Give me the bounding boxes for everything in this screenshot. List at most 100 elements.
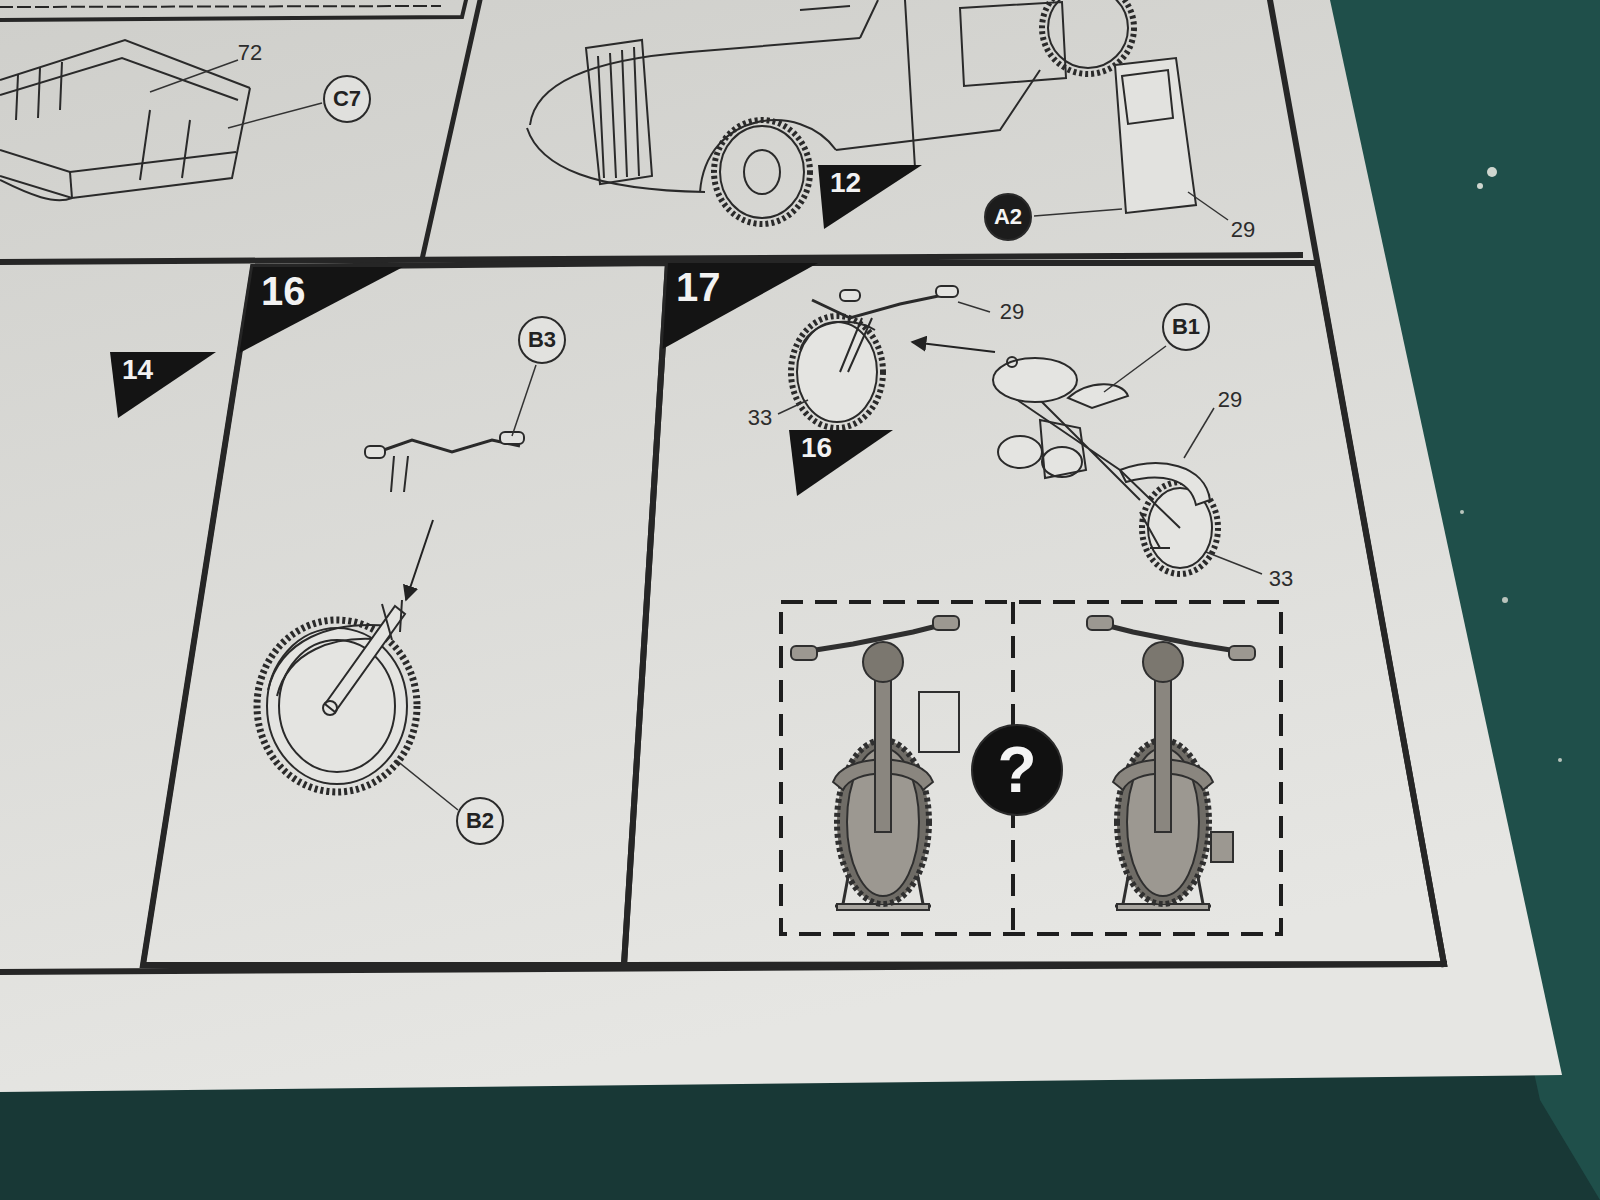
step-reference-number: 14	[122, 356, 153, 384]
callout-number: 29	[1000, 301, 1024, 323]
front-wheel-part	[267, 628, 407, 784]
callout-number: 33	[748, 407, 772, 429]
paper-sheet	[0, 0, 1562, 1092]
leader-line	[512, 365, 536, 436]
step-number: 16	[261, 271, 306, 311]
callout-text: C7	[333, 88, 361, 110]
motorcycle-front-view	[1117, 904, 1209, 910]
step-triangle	[110, 352, 216, 418]
motorcycle-front-view	[875, 662, 891, 832]
cargo-bed-drawing	[140, 110, 190, 180]
motorcycle-body-part	[1068, 384, 1128, 408]
callout-number: 33	[1269, 568, 1293, 590]
front-assembly-small	[936, 286, 958, 297]
cargo-bed-drawing	[16, 62, 62, 120]
panel-outline	[143, 263, 668, 965]
truck-drawing	[720, 126, 804, 218]
motorcycle-front-view	[791, 616, 959, 910]
sheet-frame	[0, 0, 1444, 972]
leader-line	[396, 365, 536, 810]
motorcycle-front-view	[1143, 642, 1183, 682]
choice-dashed-box	[781, 602, 1281, 934]
step-number: 17	[676, 267, 721, 307]
part-callout: B1	[1162, 303, 1210, 351]
motorcycle-front-view	[803, 624, 945, 652]
leader-line	[1188, 192, 1228, 220]
motorcycle-front-view	[1211, 832, 1233, 862]
motorcycle-front-view	[933, 616, 959, 630]
step-reference: 16	[789, 430, 893, 496]
motorcycle-front-view	[1229, 646, 1255, 660]
callout-text: ?	[997, 738, 1036, 802]
front-wheel-part	[257, 620, 417, 792]
front-wheel-part	[323, 701, 337, 715]
truck-drawing	[860, 0, 915, 168]
cargo-bed-drawing	[0, 150, 236, 172]
step-reference-number: 16	[801, 434, 832, 462]
leader-line	[958, 302, 990, 312]
motorcycle-front-view	[1155, 662, 1171, 832]
cutting-mat	[1477, 183, 1483, 189]
motorcycle-front-view	[1087, 616, 1113, 630]
step-panel: 17 16 B1?	[624, 263, 1444, 965]
motorcycle-front-view	[791, 646, 817, 660]
panel-outline	[624, 263, 1444, 965]
truck-drawing	[744, 150, 780, 194]
motorcycle-body-part	[993, 357, 1218, 574]
part-callout: B3	[518, 316, 566, 364]
cutting-mat	[1460, 510, 1464, 514]
cargo-bed-drawing	[0, 40, 250, 200]
cargo-bed-drawing	[0, 180, 72, 200]
step-reference-number: 12	[830, 169, 861, 197]
front-wheel-part	[257, 600, 417, 792]
leader-line	[1104, 346, 1166, 392]
paper-sheet	[0, 0, 1562, 1092]
front-wheel-part	[325, 606, 405, 712]
truck-drawing	[586, 40, 652, 184]
front-wheel-part	[279, 640, 395, 772]
leader-line	[1184, 408, 1214, 458]
sheet-frame	[0, 0, 466, 20]
callout-text: A2	[994, 206, 1022, 228]
motorcycle-body-part	[1040, 420, 1086, 478]
leader-line	[150, 60, 238, 92]
handlebar-part	[391, 456, 408, 492]
front-assembly-small	[791, 286, 958, 428]
motorcycle-body-part	[993, 358, 1077, 402]
front-wheel-part	[382, 600, 402, 640]
handlebar-part	[365, 432, 524, 492]
cargo-bed-drawing	[0, 40, 250, 88]
assembly-arrow	[406, 520, 433, 600]
part-callout: A2	[984, 193, 1032, 241]
leader-line	[778, 302, 1262, 574]
motorcycle-front-view	[1101, 624, 1243, 652]
callout-text: B2	[466, 810, 494, 832]
leader-line	[150, 60, 322, 128]
panel-outline	[624, 263, 1444, 965]
handlebar-part	[378, 440, 520, 452]
part-callout: B2	[456, 797, 504, 845]
sheet-frame	[423, 0, 480, 255]
cutting-mat	[1502, 597, 1508, 603]
callout-number: 29	[1231, 219, 1255, 241]
assembly-arrow	[406, 520, 433, 600]
truck-drawing	[800, 6, 850, 10]
leader-line	[396, 760, 458, 810]
truck-drawing	[527, 0, 1134, 224]
callout-text: B3	[528, 329, 556, 351]
step-reference: 12	[818, 165, 922, 229]
callout-number: 72	[238, 42, 262, 64]
front-assembly-small	[791, 316, 883, 428]
panel-outline	[143, 263, 668, 965]
front-assembly-small	[797, 322, 877, 422]
step-reference: 14	[110, 352, 216, 418]
choice-symbol: ?	[971, 724, 1063, 816]
cargo-bed-drawing	[0, 88, 250, 198]
callout-text: B1	[1172, 316, 1200, 338]
choice-dashed-box	[781, 602, 1281, 934]
truck-drawing	[714, 120, 810, 224]
